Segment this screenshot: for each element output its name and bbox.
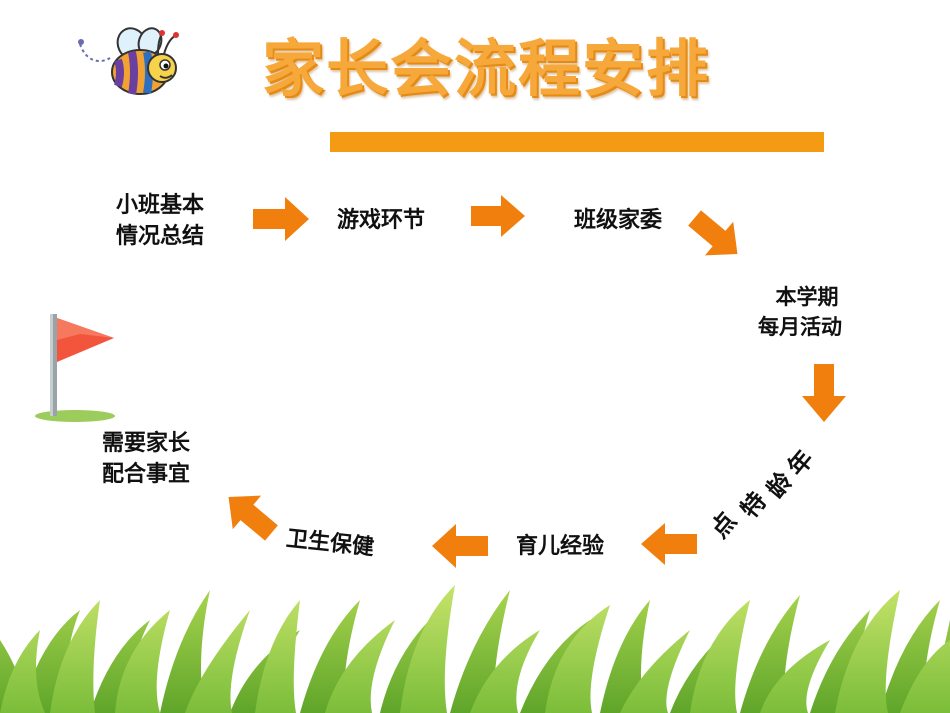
step-games: 游戏环节 [337, 205, 425, 236]
step-4-line-2: 每月活动 [758, 315, 842, 339]
step-parenting: 育儿经验 [516, 531, 604, 562]
title-underline [330, 132, 824, 152]
step-2-line-1: 游戏环节 [337, 208, 426, 233]
step-8-line-2: 配合事宜 [102, 462, 191, 487]
step-7-line-1: 卫生保健 [284, 526, 376, 561]
step-1-line-1: 小班基本 [116, 193, 205, 218]
step-cooperation: 需要家长 配合事宜 [102, 428, 190, 490]
page-title: 家长会流程安排 [262, 32, 711, 105]
grass-decoration [0, 585, 950, 713]
step-class-committee: 班级家委 [574, 205, 662, 236]
step-4-line-1: 本学期 [775, 285, 839, 309]
step-3-line-1: 班级家委 [574, 208, 663, 233]
arrow-up-left-icon [228, 495, 278, 541]
arrow-left-icon [432, 524, 488, 568]
arrow-right-icon [253, 197, 309, 241]
step-monthly-activities: 本学期 每月活动 [758, 282, 842, 342]
step-1-line-2: 情况总结 [116, 224, 205, 249]
flag-icon [35, 314, 115, 422]
arrow-right-icon [471, 195, 525, 237]
step-6-line-1: 育儿经验 [516, 534, 605, 559]
step-5-char-4: 点 [705, 506, 743, 544]
arrow-down-right-icon [688, 210, 738, 256]
arrow-left-icon [641, 523, 697, 565]
step-5-char-3: 特 [735, 486, 773, 524]
step-class-summary: 小班基本 情况总结 [116, 190, 204, 252]
bee-icon [78, 27, 179, 95]
step-health: 卫生保健 [285, 523, 376, 563]
arrow-down-icon [802, 364, 846, 422]
step-8-line-1: 需要家长 [102, 431, 191, 456]
